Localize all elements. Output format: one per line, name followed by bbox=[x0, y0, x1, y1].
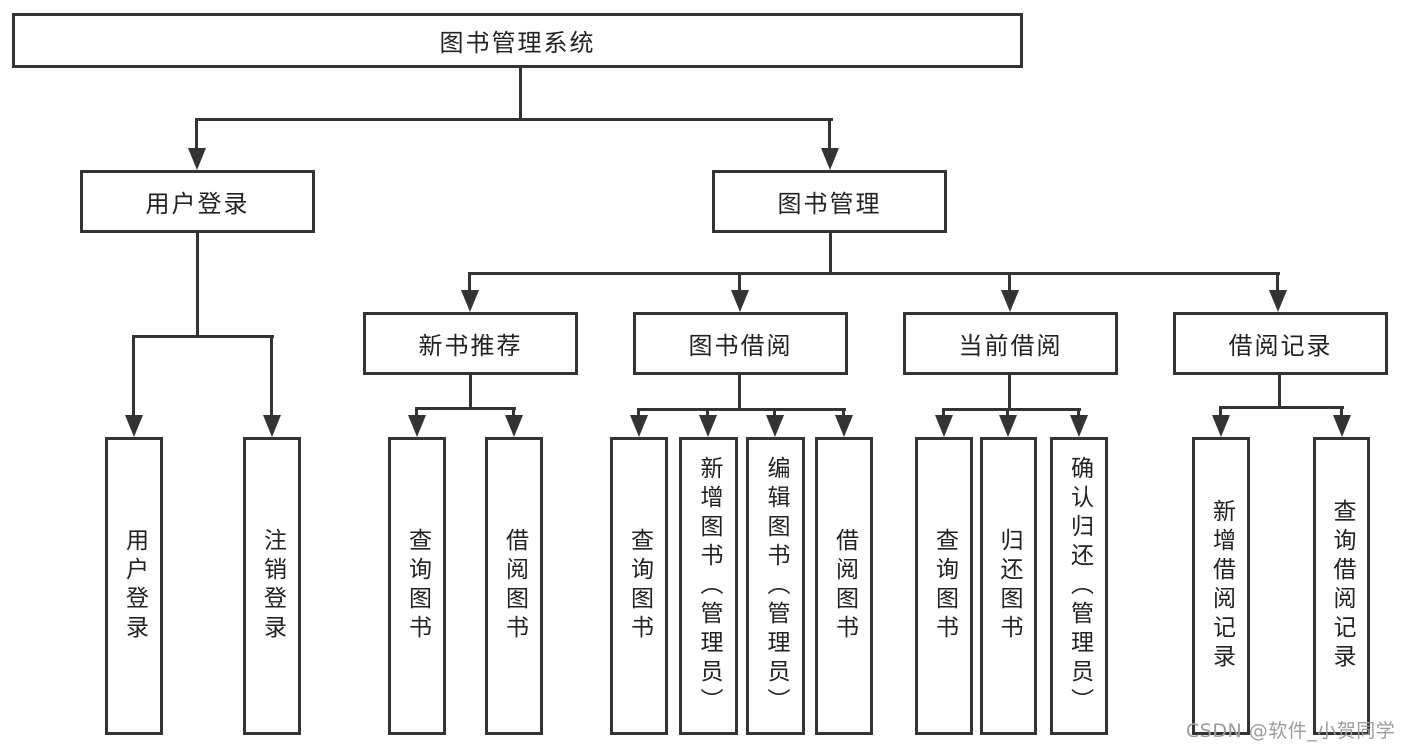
leaf-borrow-books-recommend: 借阅图书 bbox=[485, 437, 543, 735]
connector-line bbox=[519, 68, 522, 121]
arrow-down-icon bbox=[1269, 290, 1287, 312]
arrow-down-icon bbox=[461, 290, 479, 312]
node-library-management-system: 图书管理系统 bbox=[12, 13, 1023, 68]
arrow-down-icon bbox=[408, 415, 426, 437]
arrow-down-icon bbox=[263, 415, 281, 437]
leaf-confirm-return-admin: 确认归还（管理员） bbox=[1050, 437, 1108, 735]
connector-line bbox=[943, 408, 1081, 411]
leaf-query-books-recommend: 查询图书 bbox=[388, 437, 446, 735]
arrow-down-icon bbox=[731, 290, 749, 312]
connector-line bbox=[738, 375, 741, 411]
node-user-login: 用户登录 bbox=[80, 170, 315, 233]
arrow-shaft bbox=[1340, 406, 1343, 417]
leaf-user-login: 用户登录 bbox=[105, 437, 163, 735]
connector-line bbox=[196, 233, 199, 338]
leaf-query-books-current: 查询图书 bbox=[915, 437, 973, 735]
connector-line bbox=[638, 408, 846, 411]
arrow-shaft bbox=[828, 118, 831, 150]
connector-line bbox=[1278, 375, 1281, 409]
connector-line bbox=[416, 407, 516, 410]
connector-line bbox=[1008, 375, 1011, 411]
arrow-shaft bbox=[270, 335, 273, 417]
leaf-add-borrow-record: 新增借阅记录 bbox=[1192, 437, 1250, 735]
arrow-down-icon bbox=[188, 148, 206, 170]
node-borrowing-records: 借阅记录 bbox=[1173, 312, 1388, 375]
arrow-shaft bbox=[132, 335, 135, 417]
connector-line bbox=[469, 375, 472, 410]
arrow-shaft bbox=[942, 408, 945, 417]
leaf-logout: 注销登录 bbox=[243, 437, 301, 735]
node-new-book-recommend: 新书推荐 bbox=[363, 312, 578, 375]
arrow-shaft bbox=[512, 407, 515, 417]
arrow-shaft bbox=[1008, 272, 1011, 292]
arrow-shaft bbox=[1006, 408, 1009, 417]
node-book-borrowing: 图书借阅 bbox=[633, 312, 848, 375]
connector-line bbox=[133, 335, 274, 338]
node-current-borrowing: 当前借阅 bbox=[903, 312, 1118, 375]
arrow-down-icon bbox=[835, 415, 853, 437]
arrow-shaft bbox=[738, 272, 741, 292]
arrow-down-icon bbox=[766, 415, 784, 437]
connector-line bbox=[196, 118, 833, 121]
arrow-shaft bbox=[468, 272, 471, 292]
arrow-down-icon bbox=[1070, 415, 1088, 437]
arrow-down-icon bbox=[630, 415, 648, 437]
leaf-borrow-books: 借阅图书 bbox=[815, 437, 873, 735]
connector-line bbox=[469, 272, 1280, 275]
node-book-management: 图书管理 bbox=[712, 170, 947, 233]
arrow-down-icon bbox=[821, 148, 839, 170]
arrow-down-icon bbox=[1333, 415, 1351, 437]
arrow-shaft bbox=[1077, 408, 1080, 417]
arrow-down-icon bbox=[699, 415, 717, 437]
arrow-down-icon bbox=[1212, 415, 1230, 437]
arrow-shaft bbox=[1276, 272, 1279, 292]
arrow-down-icon bbox=[505, 415, 523, 437]
leaf-edit-books-admin: 编辑图书（管理员） bbox=[746, 437, 805, 735]
arrow-shaft bbox=[415, 407, 418, 417]
arrow-shaft bbox=[706, 408, 709, 417]
csdn-watermark: CSDN @软件_小贺同学 bbox=[1186, 720, 1396, 742]
arrow-down-icon bbox=[935, 415, 953, 437]
arrow-shaft bbox=[637, 408, 640, 417]
arrow-shaft bbox=[195, 118, 198, 150]
arrow-down-icon bbox=[1001, 290, 1019, 312]
connector-line bbox=[829, 233, 832, 275]
leaf-add-books-admin: 新增图书（管理员） bbox=[679, 437, 738, 735]
leaf-return-books: 归还图书 bbox=[980, 437, 1037, 735]
connector-line bbox=[1220, 406, 1344, 409]
arrow-down-icon bbox=[999, 415, 1017, 437]
arrow-shaft bbox=[773, 408, 776, 417]
leaf-query-borrow-record: 查询借阅记录 bbox=[1313, 437, 1370, 735]
arrow-shaft bbox=[842, 408, 845, 417]
arrow-shaft bbox=[1219, 406, 1222, 417]
leaf-query-books-borrowing: 查询图书 bbox=[610, 437, 668, 735]
arrow-down-icon bbox=[125, 415, 143, 437]
